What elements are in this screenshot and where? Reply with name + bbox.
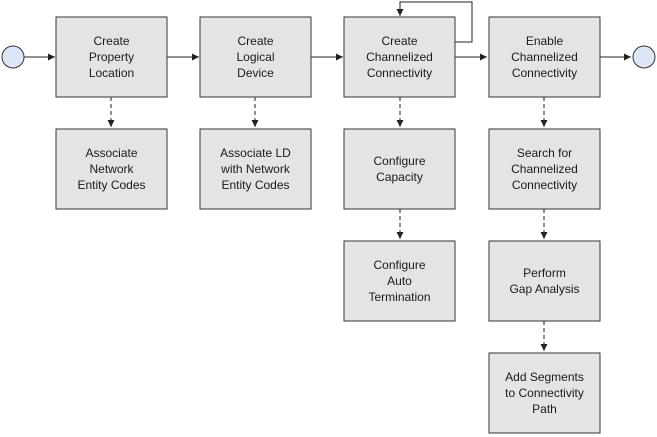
box-label-line: Connectivity [367,66,432,80]
box-shape [488,240,601,322]
box-label-line: Auto [387,274,412,288]
box-label-line: Create [93,34,129,48]
box-label-line: Connectivity [512,178,577,192]
box-shape [343,128,456,210]
box-label-line: Channelized [511,50,578,64]
box-label-line: Perform [523,266,566,280]
box-label-line: Enable [526,34,564,48]
box-label-line: Associate [85,146,137,160]
box-shape [199,16,312,98]
box-label-line: Device [237,66,274,80]
box-label-line: Gap Analysis [509,282,579,296]
box-shape [343,240,456,322]
end-circle-icon [632,45,656,69]
box-label-line: Network [89,162,134,176]
box-label-line: Entity Codes [221,178,289,192]
box-shape [199,128,312,210]
box-shape [488,352,601,434]
box-label-line: Configure [373,258,425,272]
box-shape [488,128,601,210]
box-label-line: Termination [368,290,430,304]
box-label-line: Connectivity [512,66,577,80]
box-label-line: Create [381,34,417,48]
box-label-line: Property [89,50,134,64]
box-shape [343,16,456,98]
box-label-line: to Connectivity [505,386,584,400]
box-label-line: Channelized [511,162,578,176]
box-label-line: Configure [373,154,425,168]
start-circle-icon [1,45,25,69]
box-label-line: Create [237,34,273,48]
box-label-line: Search for [517,146,572,160]
box-label-line: Entity Codes [77,178,145,192]
box-label-line: with Network [220,162,291,176]
flow-channelized-loop [396,1,473,43]
box-label-line: Path [532,402,557,416]
box-shape [55,16,168,98]
box-label-line: Channelized [366,50,433,64]
box-label-line: Capacity [376,170,423,184]
box-label-line: Add Segments [505,370,584,384]
box-shape [55,128,168,210]
box-shape [488,16,601,98]
box-label-line: Associate LD [220,146,291,160]
connectors [24,1,631,351]
box-label-line: Location [89,66,134,80]
box-label-line: Logical [236,50,274,64]
